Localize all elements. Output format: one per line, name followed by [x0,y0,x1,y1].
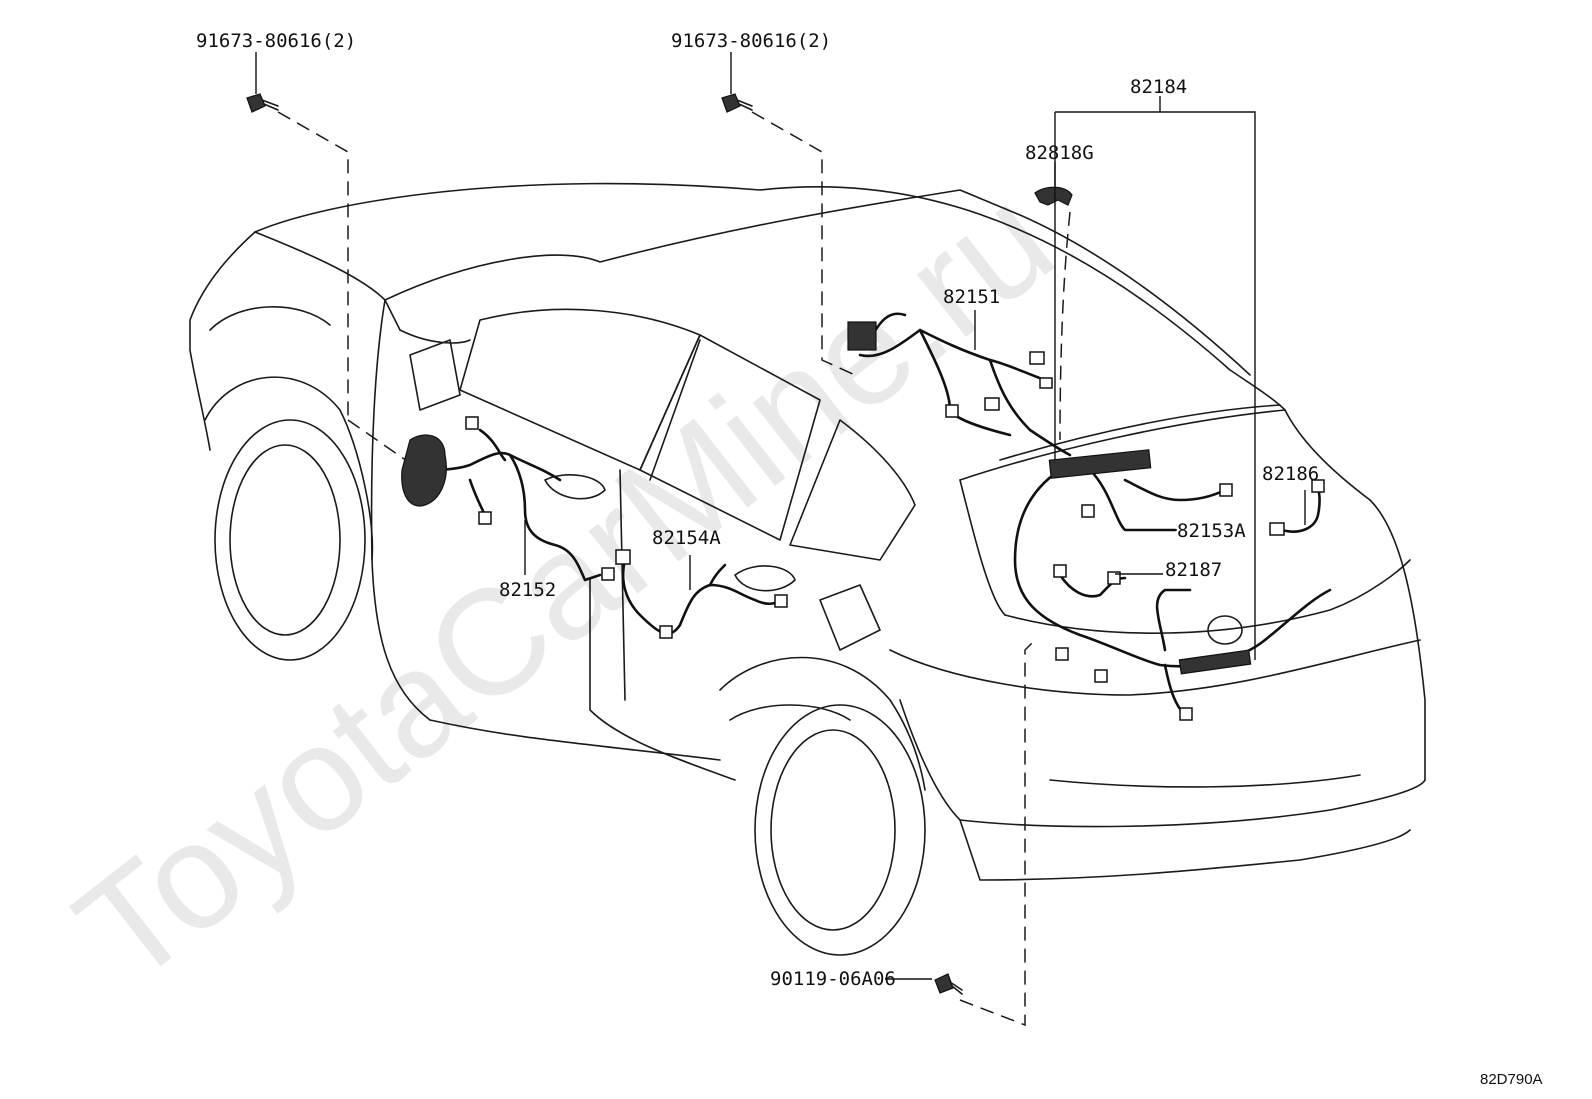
watermark: ToyotaCarMine.ru [46,154,1082,1015]
label-bolt-front-left: 91673-80616(2) [196,30,356,52]
sensor-harness [1269,479,1325,536]
label-bolt-front-right: 91673-80616(2) [671,30,831,52]
vehicle-body-outline [189,182,1426,956]
roof-harness [847,312,1072,457]
label-rear-door-harness: 82154A [652,527,721,549]
front-door-harness [401,416,615,582]
label-front-door-harness: 82152 [499,579,556,601]
clamp-part [1034,186,1073,206]
rear-door-harness [615,549,788,639]
label-roof-harness: 82151 [943,286,1000,308]
label-back-door-harness: 82153A [1177,520,1246,542]
label-clamp: 82818G [1025,142,1094,164]
label-sensor-harness: 82186 [1262,463,1319,485]
label-harness-group: 82184 [1130,76,1187,98]
bolt-icon [246,93,279,113]
leader-lines [255,52,1306,980]
bolt-icon [721,93,753,113]
label-plate-harness: 82187 [1165,559,1222,581]
figure-code: 82D790A [1480,1071,1543,1088]
label-bolt-rear: 90119-06A06 [770,968,896,990]
bolt-icon [934,973,963,995]
back-door-harness [1013,449,1332,721]
